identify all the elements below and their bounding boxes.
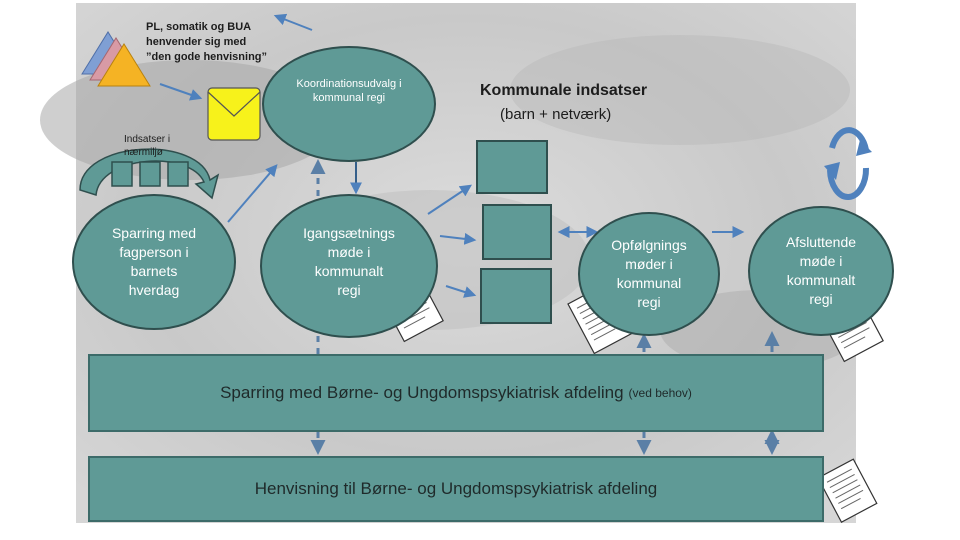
followup-meetings-node: Opfølgnings møder i kommunal regi [578, 212, 720, 336]
arrow-kickoff-box1 [427, 184, 472, 215]
kickoff-meeting-node: Igangsætnings møde i kommunalt regi [260, 194, 438, 338]
node-line: møde i [327, 244, 371, 260]
node-line: regi [337, 282, 361, 298]
node-line: kommunalt [314, 263, 384, 279]
arrow-note-back [273, 13, 313, 31]
referral-note-line: PL, somatik og BUA [146, 21, 252, 33]
final-meeting-node: Afsluttende møde i kommunalt regi [748, 206, 894, 336]
node-line: kommunal [616, 275, 682, 291]
node-line: Opfølgnings [611, 237, 687, 253]
municipal-heading: Kommunale indsatser [480, 81, 647, 101]
coordination-node: Koordinationsudvalg i kommunal regi [262, 46, 436, 162]
nearby-square [139, 161, 161, 187]
node-line: Sparring med [111, 225, 197, 241]
nearby-square [111, 161, 133, 187]
node-line: møde i [799, 253, 843, 269]
arrow-sparring-coordination [227, 164, 278, 223]
envelope-icon [207, 87, 261, 141]
node-line: regi [637, 294, 661, 310]
coordination-line: kommunal regi [312, 92, 386, 104]
bar-sparring-psychiatry: Sparring med Børne- og Ungdomspsykiatris… [88, 354, 824, 432]
arrow-kickoff-box2 [439, 232, 477, 245]
bar-sparring-text: Sparring med Børne- og Ungdomspsykiatris… [220, 383, 624, 402]
referral-note: PL, somatik og BUA henvender sig med ”de… [146, 20, 267, 65]
referral-note-line: ”den gode henvisning” [146, 51, 268, 63]
node-line: Afsluttende [785, 234, 857, 250]
arrow-kickoff-box3 [445, 285, 477, 298]
node-line: Igangsætnings [303, 225, 395, 241]
referral-note-line: henvender sig med [146, 36, 247, 48]
arrow-triangle-envelope [159, 83, 203, 101]
background-shade [510, 35, 850, 145]
cycle-arrows-icon [824, 127, 872, 200]
nearby-label-line: Indsatser i [124, 134, 171, 145]
municipal-subtitle: (barn + netværk) [500, 106, 612, 123]
bar-referral-psychiatry: Henvisning til Børne- og Ungdomspsykiatr… [88, 456, 824, 522]
document-icon [817, 458, 878, 523]
nearby-label: Indsatser i nærmiljø [124, 133, 170, 159]
municipal-effort-box [482, 204, 552, 260]
bar-referral-text: Henvisning til Børne- og Ungdomspsykiatr… [254, 479, 658, 498]
municipal-effort-box [476, 140, 548, 194]
nearby-square [167, 161, 189, 187]
node-line: hverdag [128, 282, 180, 298]
node-line: fagperson i [119, 244, 189, 260]
bar-sparring-note: (ved behov) [628, 386, 692, 400]
node-line: møder i [625, 256, 673, 272]
node-line: kommunalt [786, 272, 856, 288]
coordination-line: Koordinationsudvalg i [296, 78, 402, 90]
sparring-professional-node: Sparring med fagperson i barnets hverdag [72, 194, 236, 330]
nearby-label-line: nærmiljø [124, 147, 163, 158]
dashed-arrows [310, 159, 780, 455]
flow-arrows [159, 13, 745, 298]
municipal-effort-box [480, 268, 552, 324]
node-line: regi [809, 291, 833, 307]
municipal-title: Kommunale indsatser [480, 82, 648, 99]
node-line: barnets [130, 263, 178, 279]
triangle-stack-icon [81, 31, 151, 87]
